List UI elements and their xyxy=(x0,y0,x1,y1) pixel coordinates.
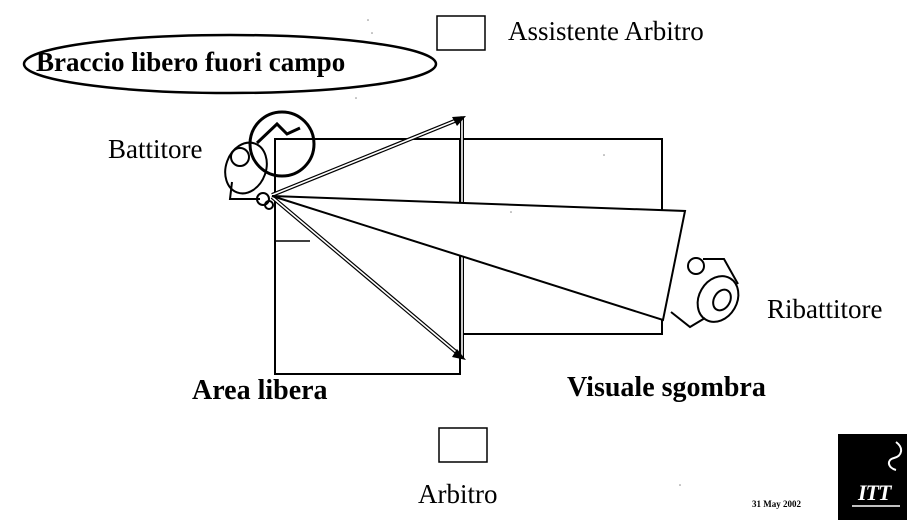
logo-text: ITT xyxy=(858,480,891,505)
clear-view-label: Visuale sgombra xyxy=(567,372,766,403)
assistant-referee-box xyxy=(436,15,486,51)
referee-box xyxy=(438,427,488,463)
batter-label: Battitore xyxy=(108,134,203,164)
slide-title: Braccio libero fuori campo xyxy=(36,47,346,77)
arrowhead-top xyxy=(452,116,466,126)
assistant-referee-label: Assistente Arbitro xyxy=(508,16,704,46)
date-label: 31 May 2002 xyxy=(752,499,801,509)
clear-view-triangle xyxy=(271,195,687,322)
arrowhead-bottom xyxy=(452,349,466,360)
hitter-figure xyxy=(670,257,740,329)
logo-swirl-icon xyxy=(852,441,902,507)
left-field-rectangle xyxy=(274,138,461,375)
hitter-label: Ribattitore xyxy=(767,294,883,324)
free-area-triangle xyxy=(270,116,464,359)
free-area-label: Area libera xyxy=(192,375,328,406)
title-ellipse xyxy=(22,33,438,95)
bat-icon xyxy=(255,121,301,145)
scan-marks xyxy=(355,19,681,486)
referee-label: Arbitro xyxy=(418,479,498,509)
batter-figure xyxy=(224,141,274,210)
itt-logo: ITT xyxy=(838,434,907,520)
bat-circle xyxy=(248,110,316,178)
